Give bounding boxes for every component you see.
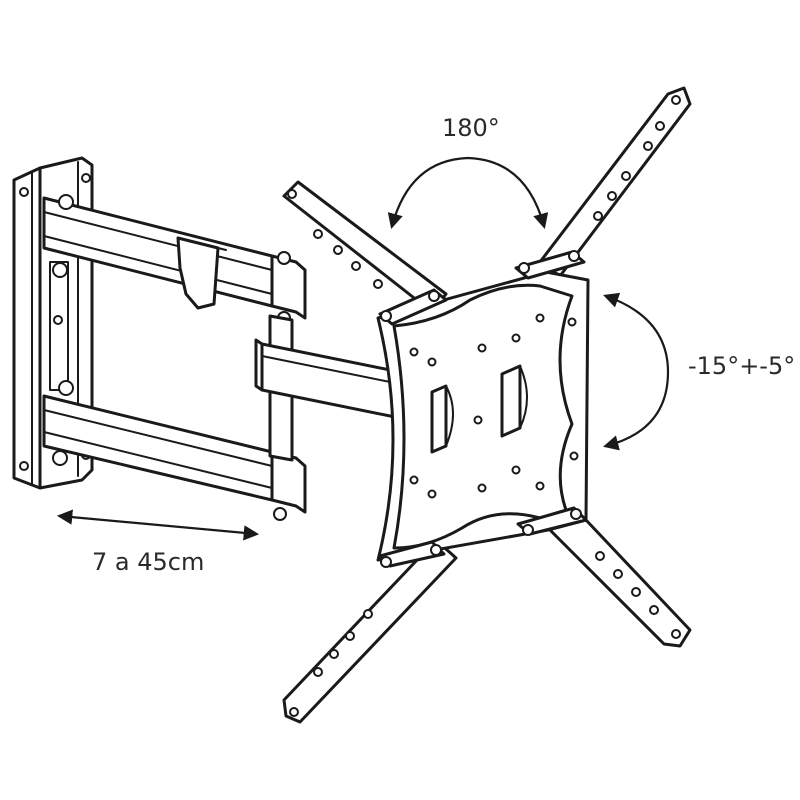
lower-arm [42,380,307,521]
extension-label: 7 a 45cm [92,548,204,576]
vesa-arm-bottom-right [546,506,692,648]
upper-arm [42,194,307,325]
vesa-arm-bottom-left [282,538,458,724]
tilt-label: -15°+-5° [688,352,795,380]
extension-arrow [56,509,260,541]
tv-plate [376,250,590,568]
vesa-arm-top-right [538,86,692,278]
rotation-label: 180° [442,114,500,142]
tilt-arrow [603,292,670,451]
vesa-arm-top-left [282,180,448,314]
middle-arm [254,338,402,420]
rotation-arrow [387,156,549,229]
